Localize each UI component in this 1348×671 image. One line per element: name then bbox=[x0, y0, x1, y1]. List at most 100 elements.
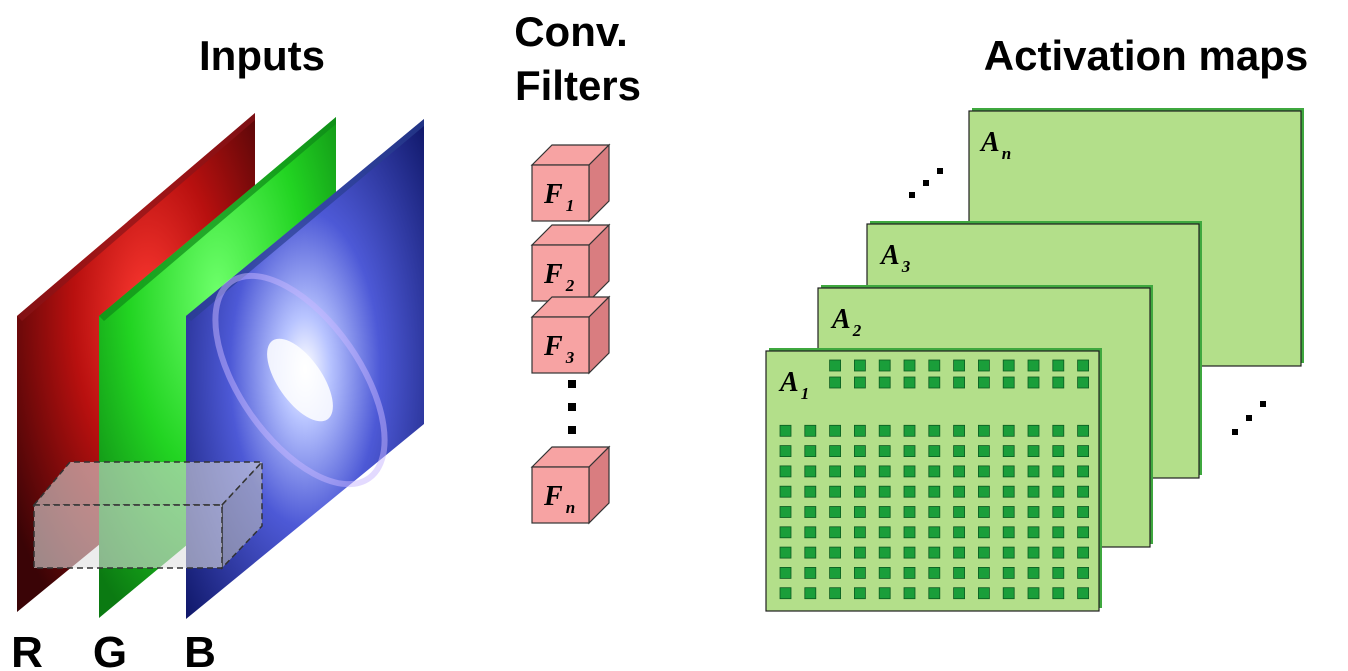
activation-cell bbox=[829, 445, 841, 458]
activation-cell bbox=[878, 587, 891, 600]
activation-cell bbox=[953, 506, 965, 518]
activation-cell bbox=[903, 546, 916, 559]
activation-cell bbox=[978, 376, 990, 389]
activation-cell bbox=[928, 465, 941, 478]
activation-cell bbox=[1027, 526, 1040, 539]
activation-cell bbox=[1052, 376, 1065, 389]
activation-cell bbox=[779, 485, 792, 498]
activation-cell bbox=[978, 567, 990, 579]
activation-cell bbox=[779, 445, 792, 458]
activation-cell bbox=[878, 546, 891, 559]
activation-cell bbox=[878, 424, 891, 437]
activation-letter: A bbox=[879, 240, 900, 271]
activation-cell bbox=[878, 485, 891, 498]
receptive-field-box bbox=[32, 460, 264, 570]
activation-cell bbox=[928, 587, 941, 600]
activation-cell bbox=[779, 424, 792, 437]
activation-cell bbox=[1027, 445, 1040, 458]
activation-cell bbox=[829, 359, 841, 372]
activation-cell bbox=[978, 587, 990, 600]
filter-letter: F bbox=[543, 179, 563, 210]
activation-cell bbox=[1002, 485, 1015, 498]
activation-cell bbox=[928, 359, 941, 372]
activation-cell bbox=[953, 567, 965, 579]
blue-channel-edge bbox=[186, 119, 424, 321]
activation-cell bbox=[978, 445, 990, 458]
activation-grid bbox=[779, 359, 1089, 600]
activation-cell bbox=[978, 526, 990, 539]
activation-cell bbox=[1077, 424, 1089, 437]
activation-subscript: 3 bbox=[901, 257, 911, 276]
activation-cell bbox=[978, 485, 990, 498]
activation-cell bbox=[829, 465, 841, 478]
activation-cell bbox=[903, 485, 916, 498]
activation-cell bbox=[1077, 445, 1089, 458]
activation-cell bbox=[903, 445, 916, 458]
activation-cell bbox=[804, 526, 817, 539]
galaxy-arm bbox=[212, 272, 388, 488]
activation-cell bbox=[978, 465, 990, 478]
activation-cell bbox=[829, 485, 841, 498]
activation-cell bbox=[1052, 485, 1065, 498]
activation-subscript: 1 bbox=[801, 384, 810, 403]
activation-cell bbox=[1077, 587, 1089, 600]
activation-cell bbox=[1027, 506, 1040, 518]
activation-cell bbox=[928, 445, 941, 458]
activation-cell bbox=[829, 376, 841, 389]
activation-cell bbox=[1052, 506, 1065, 518]
activation-cell bbox=[804, 506, 817, 518]
activation-cell bbox=[829, 424, 841, 437]
activation-cell bbox=[1002, 445, 1015, 458]
activation-cell bbox=[953, 445, 965, 458]
activation-cell bbox=[1002, 359, 1015, 372]
filter-letter: F bbox=[543, 481, 563, 512]
activation-cell bbox=[779, 546, 792, 559]
activation-cell bbox=[829, 546, 841, 559]
green-channel-edge bbox=[99, 117, 336, 321]
activation-cell bbox=[1077, 567, 1089, 579]
activation-cell bbox=[903, 465, 916, 478]
activation-cell bbox=[854, 526, 866, 539]
activation-cell bbox=[878, 445, 891, 458]
activation-cell bbox=[1027, 465, 1040, 478]
filter-cube-front bbox=[531, 316, 590, 374]
activation-cell bbox=[1052, 424, 1065, 437]
maps-ellipsis-top bbox=[909, 168, 943, 198]
red-channel-edge bbox=[17, 113, 255, 321]
activation-cell bbox=[1077, 506, 1089, 518]
channel-label-r: R bbox=[11, 628, 43, 671]
activation-cell bbox=[1052, 526, 1065, 539]
activation-cell bbox=[1077, 465, 1089, 478]
activation-cell bbox=[1052, 359, 1065, 372]
filter-letter: F bbox=[543, 331, 563, 362]
activation-cell bbox=[953, 546, 965, 559]
activation-cell bbox=[854, 359, 866, 372]
activation-cell bbox=[1027, 587, 1040, 600]
activation-cell bbox=[978, 424, 990, 437]
activation-cell bbox=[878, 506, 891, 518]
filters-title-line1: Conv. bbox=[514, 8, 628, 55]
activation-cell bbox=[829, 567, 841, 579]
activation-cell bbox=[878, 526, 891, 539]
activation-cell bbox=[928, 567, 941, 579]
activation-cell bbox=[804, 567, 817, 579]
filter-letter: F bbox=[543, 259, 563, 290]
activation-cell bbox=[1027, 424, 1040, 437]
activation-cell bbox=[978, 506, 990, 518]
activation-cell bbox=[928, 424, 941, 437]
activation-cell bbox=[1052, 465, 1065, 478]
activation-cell bbox=[953, 465, 965, 478]
activation-cell bbox=[978, 546, 990, 559]
activation-cell bbox=[1077, 376, 1089, 389]
activation-cell bbox=[1027, 567, 1040, 579]
activation-cell bbox=[779, 465, 792, 478]
activation-cell bbox=[854, 567, 866, 579]
activation-cell bbox=[878, 376, 891, 389]
activation-cell bbox=[1002, 567, 1015, 579]
activation-cell bbox=[878, 359, 891, 372]
